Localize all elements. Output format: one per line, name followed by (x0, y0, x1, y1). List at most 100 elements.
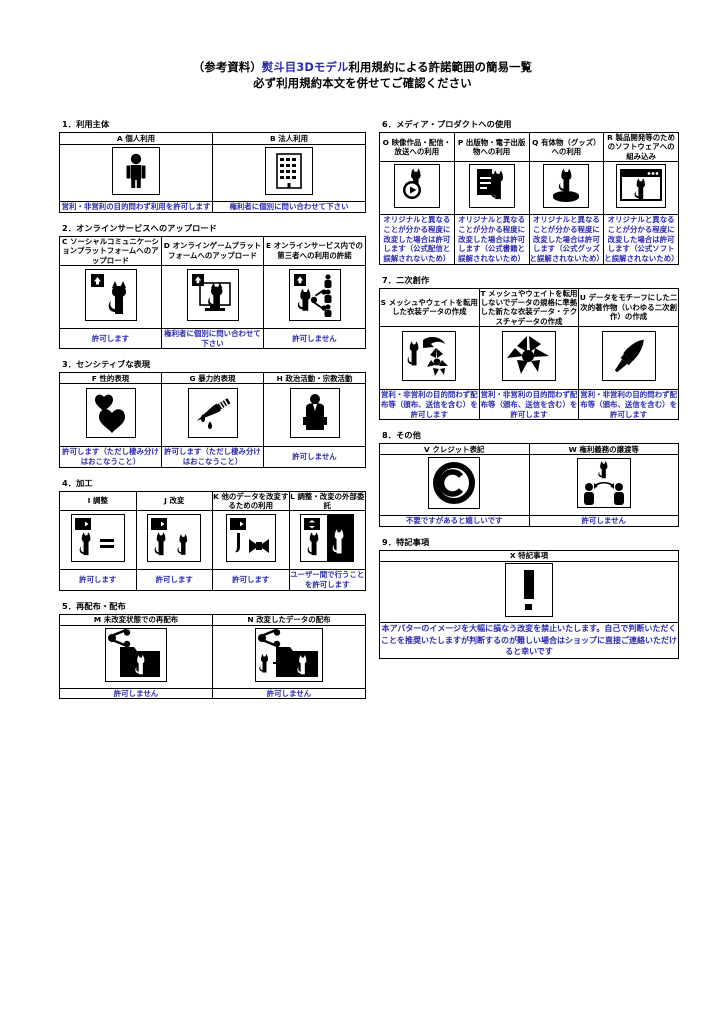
cell-header-U: U データをモチーフにした二次的著作物（いわゆる二次創作）の作成 (578, 287, 679, 328)
building-icon (265, 147, 313, 195)
cat-costume-data-icon (402, 331, 457, 382)
table-row-header: M 未改変状態での再配布 N 改変したデータの配布 (59, 613, 366, 626)
upload-share-cat-icon (288, 269, 341, 322)
section-3-sensitive-expression: 3．センシティブな表現 F 性的表現 G 暴力的表現 H 政治活動・宗教活動 (59, 358, 366, 468)
cell-icon-V (379, 454, 530, 517)
section-1-table: A 個人利用 B 法人利用 (59, 132, 366, 213)
table-row-header: A 個人利用 B 法人利用 (59, 132, 366, 145)
cell-icon-O (379, 161, 455, 216)
cell-icon-J (135, 510, 213, 571)
cell-icon-W (528, 454, 679, 517)
cell-note-F: 許可します（ただし棲み分けはおこなうこと） (59, 446, 162, 468)
table-row-icons (379, 454, 679, 517)
cell-note-O: オリジナルと異なることが分かる程度に改変した場合は許可します（公式配信と誤解され… (379, 214, 455, 265)
cell-header-C: C ソーシャルコミュニケーションプラットフォームへのアップロード (59, 235, 162, 267)
cell-icon-U (578, 326, 679, 391)
cell-header-X: X 特記事項 (379, 549, 679, 562)
title-line-1: （参考資料）熨斗目3Dモデル利用規約による許諾範囲の簡易一覧 (0, 60, 725, 76)
table-row-notes: 営利・非営利の目的問わず利用を許可します 権利者に個別に問い合わせて下さい (59, 201, 366, 213)
section-5-table: M 未改変状態での再配布 N 改変したデータの配布 (59, 613, 366, 700)
cell-note-U: 営利・非営利の目的問わず配布等（頒布、送信を含む）を許可します (578, 389, 679, 421)
cell-icon-Q (528, 161, 605, 216)
table-row-notes: 許可しません 許可しません (59, 687, 366, 700)
section-8-other: 8．その他 V クレジット表記 W 権利義務の譲渡等 (379, 429, 679, 527)
transfer-rights-icon (576, 458, 631, 509)
cell-note-L: ユーザー間で行うことを許可します (288, 569, 366, 591)
cell-note-E: 許可しません (263, 328, 366, 350)
section-6-table: O 映像作品・配信・放送への利用 P 出版物・電子出版物への利用 Q 有体物（グ… (379, 131, 679, 265)
cell-icon-G (161, 383, 264, 448)
section-6-media-product-use: 6．メディア・プロダクトへの使用 O 映像作品・配信・放送への利用 P 出版物・… (379, 118, 679, 265)
table-row-notes: 許可します 許可します 許可します ユーザー間で行うことを許可します (59, 569, 366, 591)
cell-icon-F (59, 383, 162, 448)
cell-header-V: V クレジット表記 (379, 443, 530, 456)
cell-note-S: 営利・非営利の目的問わず配布等（頒布、送信を含む）を許可します (379, 389, 480, 421)
cell-header-B: B 法人利用 (212, 132, 366, 145)
cell-header-G: G 暴力的表現 (161, 372, 264, 385)
knife-icon (187, 388, 238, 439)
cell-icon-S (379, 326, 480, 391)
section-8-heading: 8．その他 (382, 430, 421, 441)
cell-note-K: 許可します (212, 569, 290, 591)
cat-figure-icon (543, 164, 590, 209)
title-suffix: 利用規約による許諾範囲の簡易一覧 (348, 61, 533, 74)
cell-icon-D (161, 265, 264, 330)
share-folder-modified-cat-icon (255, 627, 323, 682)
cell-header-N: N 改変したデータの配布 (212, 613, 366, 626)
section-9-table: X 特記事項 本アバターのイメージを大幅に損なう改変を禁止いたします。自己で判断… (379, 549, 679, 659)
cell-icon-K (212, 510, 290, 571)
section-7-derivative-works: 7．二次創作 S メッシュやウェイトを転用した衣装データの作成 T メッシュやウ… (379, 274, 679, 421)
table-row-icons (59, 510, 366, 571)
cell-icon-A (59, 144, 213, 202)
cell-icon-B (212, 144, 366, 202)
page-title: （参考資料）熨斗目3Dモデル利用規約による許諾範囲の簡易一覧 必ず利用規約本文を… (0, 60, 725, 93)
brush-icon (601, 331, 656, 382)
table-row-notes: 本アバターのイメージを大幅に損なう改変を禁止いたします。自己で判断いただくことを… (379, 621, 679, 659)
cell-note-G: 許可します（ただし棲み分けはおこなうこと） (161, 446, 264, 468)
person-icon (112, 147, 160, 195)
section-4-heading: 4．加工 (62, 477, 93, 488)
table-row-icons (379, 326, 679, 391)
table-row-notes: オリジナルと異なることが分かる程度に改変した場合は許可します（公式配信と誤解され… (379, 214, 679, 265)
section-9-heading: 9．特記事項 (382, 536, 430, 547)
upload-cat-icon (84, 269, 137, 322)
cell-header-L: L 調整・改変の外部委託 (288, 490, 366, 512)
section-2-heading: 2．オンラインサービスへのアップロード (62, 222, 217, 233)
table-row-icons (59, 624, 366, 689)
section-2-table: C ソーシャルコミュニケーションプラットフォームへのアップロード D オンライン… (59, 235, 366, 350)
table-row-header: S メッシュやウェイトを転用した衣装データの作成 T メッシュやウェイトを転用し… (379, 287, 679, 328)
table-row-header: I 調整 J 改変 K 他のデータを改変するための利用 L 調整・改変の外部委託 (59, 490, 366, 512)
table-row-header: V クレジット表記 W 権利義務の譲渡等 (379, 443, 679, 456)
section-2-online-upload: 2．オンラインサービスへのアップロード C ソーシャルコミュニケーションプラット… (59, 222, 366, 350)
cell-note-R: オリジナルと異なることが分かる程度に改変した場合は許可します（公式ソフトと誤解さ… (603, 214, 679, 265)
cell-note-Q: オリジナルと異なることが分かる程度に改変した場合は許可します（公式グッズと誤解さ… (528, 214, 605, 265)
cell-icon-M (59, 624, 213, 689)
cell-note-X: 本アバターのイメージを大幅に損なう改変を禁止いたします。自己で判断いただくことを… (379, 621, 679, 659)
exclamation-icon (505, 562, 553, 617)
cell-icon-E (263, 265, 366, 330)
cell-header-H: H 政治活動・宗教活動 (263, 372, 366, 385)
cell-note-I: 許可します (59, 569, 137, 591)
cell-note-M: 許可しません (59, 687, 213, 700)
cell-header-R: R 製品開発等のためのソフトウェアへの組み込み (603, 131, 679, 163)
section-5-heading: 5．再配布・配布 (62, 600, 126, 611)
cell-note-W: 許可しません (528, 515, 679, 527)
cell-note-J: 許可します (135, 569, 213, 591)
cell-note-B: 権利者に個別に問い合わせて下さい (212, 201, 366, 213)
table-row-icons (59, 144, 366, 202)
table-row-header: F 性的表現 G 暴力的表現 H 政治活動・宗教活動 (59, 372, 366, 385)
cat-play-button-icon (393, 164, 440, 209)
cell-header-D: D オンラインゲームプラットフォームへのアップロード (161, 235, 264, 267)
arrow-cat-modified-icon (147, 514, 202, 563)
cell-header-P: P 出版物・電子出版物への利用 (453, 131, 530, 163)
cell-header-K: K 他のデータを改変するための利用 (212, 490, 290, 512)
cell-note-N: 許可しません (212, 687, 366, 700)
section-1-usage-subject: 1．利用主体 A 個人利用 B 法人利用 (59, 118, 366, 213)
cell-icon-T (478, 326, 580, 391)
hearts-icon (85, 388, 136, 439)
cell-note-H: 許可しません (263, 446, 366, 468)
section-3-table: F 性的表現 G 暴力的表現 H 政治活動・宗教活動 (59, 372, 366, 468)
table-row-icons (379, 161, 679, 216)
section-3-heading: 3．センシティブな表現 (62, 359, 151, 370)
cell-icon-N (212, 624, 366, 689)
